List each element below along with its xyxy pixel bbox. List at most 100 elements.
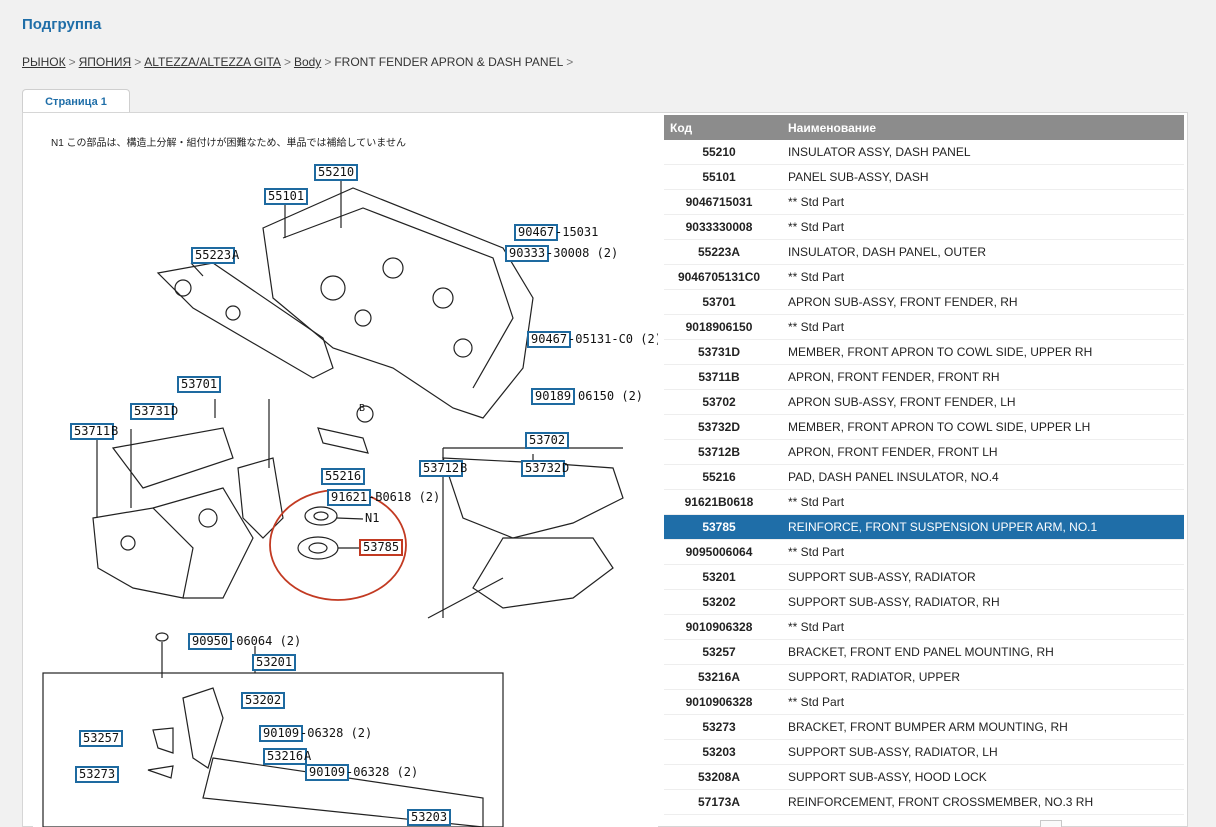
callout-91621[interactable]: 91621 [327,489,372,506]
callout-53702[interactable]: 53702 [525,432,570,449]
callout-90109-b[interactable]: 90109 [305,764,350,781]
table-row[interactable]: 9010906328 ** Std Part [664,615,1184,640]
part-code: 9010906328 [685,620,753,634]
callout-90333[interactable]: 90333 [505,245,550,262]
part-code: 53273 [702,720,736,734]
part-code: 53203 [702,745,736,759]
breadcrumb-separator: > [566,55,574,69]
callout-53257[interactable]: 53257 [79,730,124,747]
table-row[interactable]: 9046715031** Std Part [664,190,1184,215]
callout-90467-b[interactable]: 90467 [527,331,572,348]
callout-53202[interactable]: 53202 [241,692,286,709]
callout-53732[interactable]: 53732 [521,460,566,477]
table-row[interactable]: 9095006064** Std Part [664,540,1184,565]
callout-53731[interactable]: 53731 [130,403,175,420]
table-row[interactable]: 9018906150** Std Part [664,315,1184,340]
table-row[interactable]: 53203 SUPPORT SUB-ASSY, RADIATOR, LH [664,740,1184,765]
part-code: 9018906150 [685,320,753,334]
part-name: ** Std Part [788,620,845,634]
callout-90109-a[interactable]: 90109 [259,725,304,742]
callout-53701[interactable]: 53701 [177,376,222,393]
breadcrumb: РЫНОК>ЯПОНИЯ>ALTEZZA/ALTEZZA GITA>Body>F… [22,55,576,69]
callout-53732-suffix: D [562,461,570,475]
callout-90467-a-suffix: -15031 [555,225,599,239]
breadcrumb-separator: > [324,55,332,69]
table-row[interactable]: 9046705131C0** Std Part [664,265,1184,290]
callout-90333-suffix: -30008 (2) [546,246,619,260]
part-code: 9033330008 [685,220,753,234]
diagram-drawing [42,180,624,827]
breadcrumb-current: FRONT FENDER APRON & DASH PANEL [334,55,564,69]
callout-90109-b-suffix: -06328 (2) [346,765,419,779]
part-name: SUPPORT SUB-ASSY, HOOD LOCK [788,770,987,784]
callout-53203[interactable]: 53203 [407,809,452,826]
callout-53711[interactable]: 53711 [70,423,115,440]
breadcrumb-group[interactable]: Body [293,55,322,69]
column-header-name: Наименование [788,120,877,135]
callout-53273[interactable]: 53273 [75,766,120,783]
part-name: PAD, DASH PANEL INSULATOR, NO.4 [788,470,999,484]
callout-55216[interactable]: 55216 [321,468,366,485]
table-header: Код Наименование [664,115,1184,140]
callout-53216[interactable]: 53216 [263,748,308,765]
part-code: 55223A [697,245,741,259]
part-code: 53712B [697,445,741,459]
callout-90950-suffix: -06064 (2) [229,634,302,648]
part-code: 55210 [702,145,736,159]
part-name: SUPPORT SUB-ASSY, RADIATOR, LH [788,745,998,759]
part-code: 57173A [697,795,741,809]
callout-55210[interactable]: 55210 [314,164,359,181]
breadcrumb-japan[interactable]: ЯПОНИЯ [78,55,132,69]
tab-page-1[interactable]: Страница 1 [22,89,130,113]
part-code: 55216 [702,470,736,484]
part-name: ** Std Part [788,220,845,234]
callout-90467-a[interactable]: 90467 [514,224,559,241]
table-row[interactable]: 9010906328** Std Part [664,690,1184,715]
part-code: 53785 [702,520,736,534]
callout-90189[interactable]: 90189 [531,388,576,405]
scrollbar[interactable] [1040,820,1062,827]
diagram-note: N1 この部品は、構造上分解・組付けが困難なため、単品では補給していません [51,138,406,149]
table-row[interactable]: 91621B0618** Std Part [664,490,1184,515]
callout-90109-a-suffix: -06328 (2) [300,726,373,740]
callout-53712-suffix: B [460,461,468,475]
parts-diagram: N1 この部品は、構造上分解・組付けが困難なため、単品では補給していません 55… [33,118,658,827]
callout-55101[interactable]: 55101 [264,188,309,205]
table-row[interactable]: 9033330008 ** Std Part [664,215,1184,240]
breadcrumb-model[interactable]: ALTEZZA/ALTEZZA GITA [144,55,281,69]
part-code: 9046715031 [685,195,753,209]
part-name: SUPPORT, RADIATOR, UPPER [788,670,961,684]
callout-55223[interactable]: 55223 [191,247,236,264]
part-code: 53201 [702,570,736,584]
part-code: 53701 [702,295,736,309]
table-row[interactable]: 55216 PAD, DASH PANEL INSULATOR, NO.4 [664,465,1184,490]
part-code: 91621B0618 [684,495,754,509]
column-header-code: Код [670,120,693,135]
callout-53201[interactable]: 53201 [252,654,297,671]
callout-53785[interactable]: 53785 [359,539,404,556]
callout-53712[interactable]: 53712 [419,460,464,477]
part-name: ** Std Part [788,695,845,709]
callout-90950[interactable]: 90950 [188,633,233,650]
part-code: 53702 [702,395,736,409]
breadcrumb-market[interactable]: РЫНОК [22,55,66,69]
